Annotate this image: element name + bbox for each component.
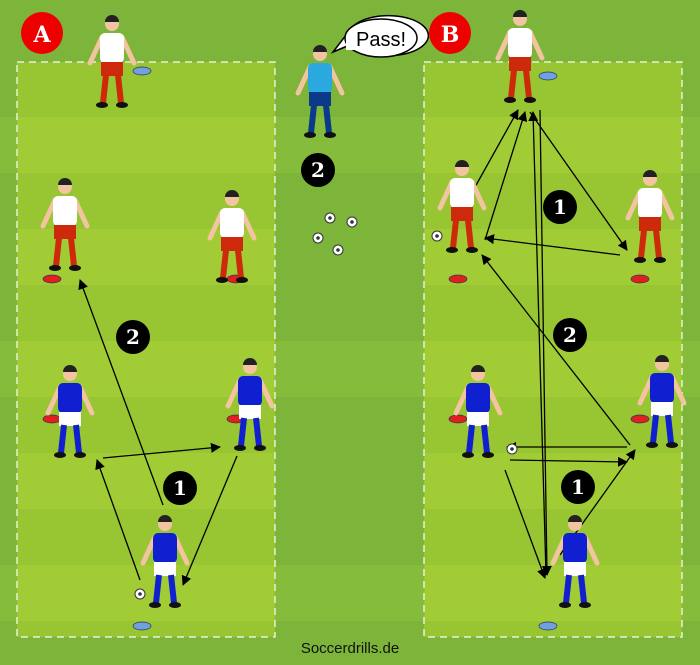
step-number: 1 [553,195,567,219]
panel-b-badge: B [429,12,471,54]
step-number: 2 [563,323,577,347]
pass-arrow [504,469,547,579]
step-marker: 1 [163,471,197,505]
step-number: 2 [311,158,325,182]
step-number: 1 [571,475,585,499]
pass-arrow [95,459,141,581]
step-marker: 2 [301,153,335,187]
panel-b-label: B [441,22,460,48]
step-number: 2 [126,325,140,349]
player-blue-team [140,515,190,608]
player-blue-team [550,515,600,608]
player-red-team [87,15,137,108]
step-marker: 2 [553,318,587,352]
pass-arrow [181,455,238,586]
zone-stripe [18,117,274,173]
pass-arrow [484,111,528,241]
cone-icon [132,621,152,631]
cone-icon [42,414,62,424]
pass-arrow [481,254,631,446]
zone-stripe [425,453,681,509]
cone-icon [630,274,650,284]
speech-bubble: Pass! [330,14,430,58]
panel-a-label: A [32,22,51,48]
cone-icon [448,414,468,424]
pass-arrow [484,234,621,256]
cone-icon [42,274,62,284]
step-marker: 1 [543,190,577,224]
footer-credit: Soccerdrills.de [301,640,399,657]
step-marker: 2 [116,320,150,354]
panel-a-badge: A [21,12,63,54]
pass-arrow [78,279,164,506]
cone-icon [538,621,558,631]
pass-arrow [539,109,552,576]
step-marker: 1 [561,470,595,504]
zone-stripe [18,565,274,621]
zone-stripe [425,565,681,621]
pass-arrow [529,111,628,251]
player-blue-team [225,358,275,451]
goalkeeper [295,45,345,138]
player-blue-team [453,365,503,458]
player-red-team [207,190,257,283]
zone-stripe [18,453,274,509]
cone-icon [448,274,468,284]
step-number: 1 [173,476,187,500]
speech-text: Pass! [356,29,406,51]
pass-arrow [528,111,547,576]
cone-icon [630,414,650,424]
player-red-team [40,178,90,271]
player-red-team [437,160,487,253]
cone-icon [538,71,558,81]
player-blue-team [637,355,687,448]
cone-icon [132,66,152,76]
player-blue-team [45,365,95,458]
player-red-team [625,170,675,263]
player-red-team [495,10,545,103]
pass-arrow [509,456,628,467]
zone-stripe [425,341,681,397]
pass-arrow [102,442,221,459]
